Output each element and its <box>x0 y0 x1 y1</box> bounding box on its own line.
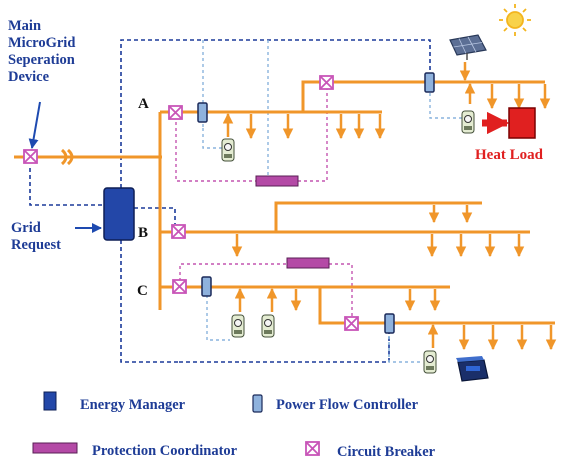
circuit-breakers <box>23 75 359 331</box>
circuit-breaker-icon <box>168 105 183 120</box>
microturbines <box>221 110 475 374</box>
solar-panel-icon <box>449 34 487 60</box>
protection-coordinator <box>255 175 299 187</box>
generation-arrows <box>222 62 476 348</box>
feeder-a-label: A <box>138 96 149 112</box>
legend-energy-manager-label: Energy Manager <box>80 397 186 413</box>
protection-coordinator <box>286 257 330 269</box>
legend-energy-manager-swatch <box>43 391 57 411</box>
heat-load-box <box>508 107 536 139</box>
circuit-breaker-icon <box>171 224 186 239</box>
microturbine-icon <box>261 314 275 338</box>
power-flow-controller <box>424 72 435 93</box>
load-arrows <box>231 84 557 351</box>
legend-power-flow-controller-swatch <box>252 394 263 413</box>
protection-lines <box>175 88 353 316</box>
grid-request-label: Grid Request <box>11 220 61 253</box>
legend-circuit-breaker-label: Circuit Breaker <box>337 444 436 460</box>
power-flow-controller <box>201 276 212 297</box>
circuit-breaker-icon <box>319 75 334 90</box>
microturbine-icon <box>423 350 437 374</box>
legend-protection-coordinator-swatch <box>32 442 78 454</box>
circuit-breaker-icon <box>172 279 187 294</box>
legend: Energy Manager Power Flow Controller Pro… <box>32 391 436 460</box>
legend-power-flow-controller-label: Power Flow Controller <box>276 397 419 413</box>
protection-coordinators <box>255 175 330 269</box>
energy-manager <box>103 187 135 241</box>
sun-icon <box>499 4 531 36</box>
legend-circuit-breaker-swatch <box>305 441 320 456</box>
control-lines <box>29 39 431 363</box>
circuit-breaker-icon <box>344 316 359 331</box>
heat-load-label: Heat Load <box>475 147 544 163</box>
microturbine-icon <box>231 314 245 338</box>
microturbine-icon <box>221 138 235 162</box>
separation-pointer-arrow <box>28 101 41 149</box>
feeder-b-label: B <box>138 225 148 241</box>
microturbine-icon <box>461 110 475 134</box>
power-flow-controllers <box>197 72 435 334</box>
feeder-c-label: C <box>137 283 148 299</box>
power-flow-controller <box>197 102 208 123</box>
main-separation-label: Main MicroGrid Seperation Device <box>8 18 79 85</box>
circuit-breaker-icon <box>23 149 38 164</box>
power-flow-controller <box>384 313 395 334</box>
battery-icon <box>456 356 489 382</box>
legend-protection-coordinator-label: Protection Coordinator <box>92 443 238 459</box>
